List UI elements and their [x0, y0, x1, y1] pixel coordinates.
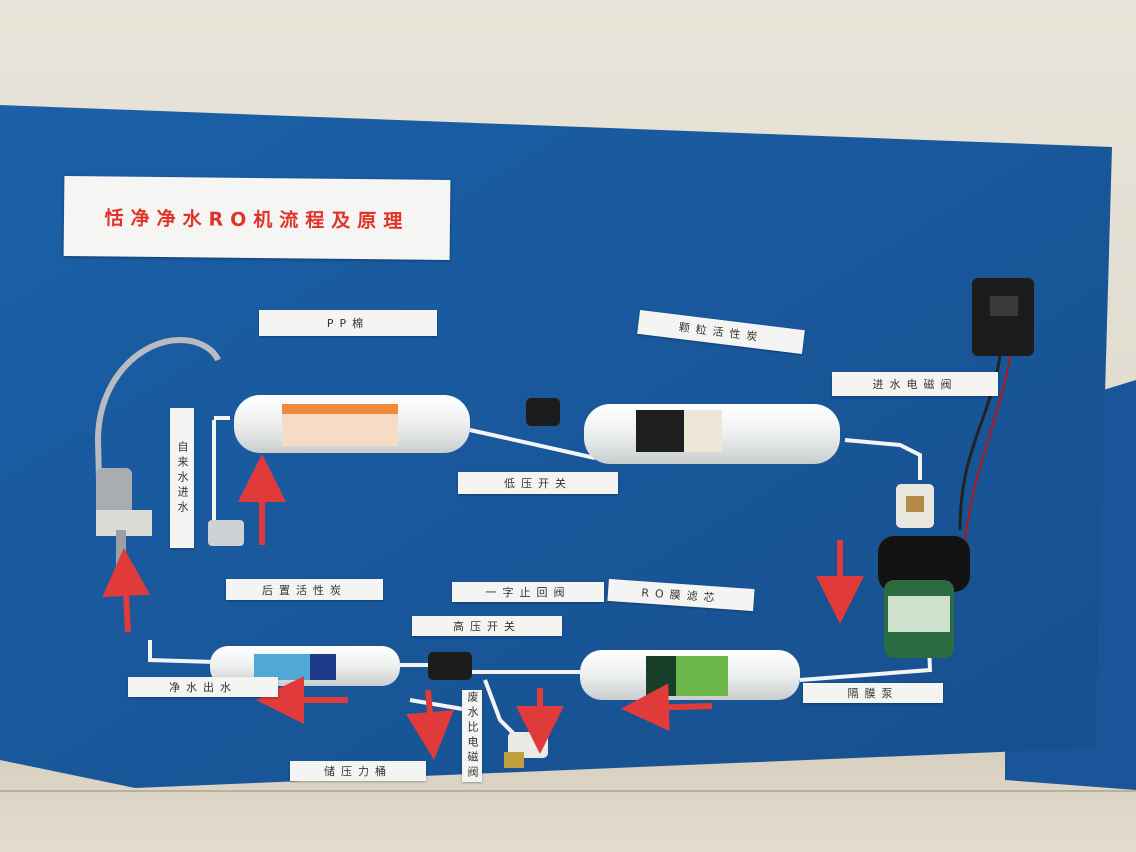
label-high-pressure-switch: 高压开关: [412, 616, 562, 636]
label-tap-water-inlet: 自来水进水: [170, 408, 194, 548]
flow-arrows: [102, 454, 864, 760]
high-pressure-switch-device: [428, 652, 472, 680]
pp-filter: [234, 395, 470, 453]
tee-fitting: [208, 520, 244, 546]
low-pressure-switch-device: [526, 398, 560, 426]
granular-carbon-filter: [584, 404, 840, 464]
inlet-solenoid-valve: [896, 484, 934, 528]
label-check-valve: 一字止回阀: [452, 582, 604, 602]
diaphragm-pump: [878, 536, 970, 658]
label-inlet-solenoid: 进水电磁阀: [832, 372, 998, 396]
label-pure-water-outlet: 净水出水: [128, 677, 278, 697]
label-waste-ratio-valve: 废水比电磁阀: [462, 690, 482, 782]
label-post-carbon: 后置活性炭: [226, 579, 383, 600]
ro-membrane-filter: [580, 650, 800, 700]
board-title: 恬净净水RO机流程及原理: [63, 175, 451, 261]
label-low-pressure-switch: 低压开关: [458, 472, 618, 494]
label-pp-cotton: PP棉: [259, 310, 437, 336]
label-pressure-tank: 储压力桶: [290, 761, 426, 781]
label-diaphragm-pump: 隔膜泵: [803, 683, 943, 703]
